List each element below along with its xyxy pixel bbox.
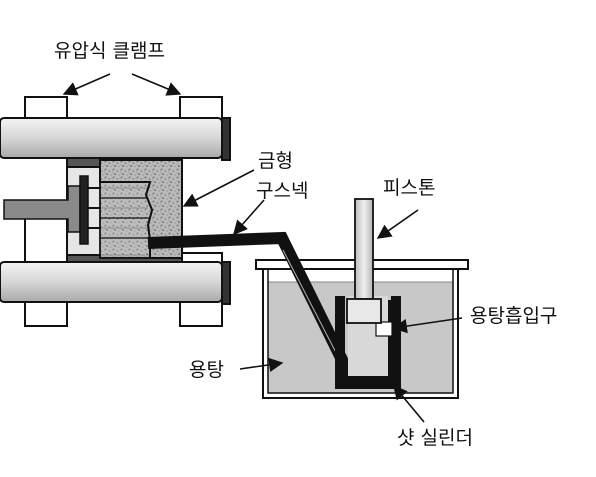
- leader-lines: [62, 73, 463, 423]
- mold-block: [99, 159, 183, 259]
- label-piston: 피스톤: [383, 177, 435, 199]
- clamp-arrow-left: [62, 73, 111, 96]
- label-hydraulic-clamp: 유압식 클램프: [54, 40, 165, 62]
- tie-bars: [0, 117, 223, 303]
- label-molten-metal: 용탕: [189, 359, 224, 381]
- gooseneck-arrow: [233, 199, 265, 236]
- piston: [346, 198, 382, 324]
- melt-inlet-arrow: [392, 317, 463, 334]
- label-mold: 금형: [258, 150, 293, 172]
- label-melt-inlet: 용탕흡입구: [470, 305, 557, 327]
- shot-cylinder-arrow: [393, 384, 425, 423]
- clamp-arrow-right: [131, 73, 182, 96]
- label-gooseneck: 구스넥: [256, 180, 308, 202]
- piston-arrow: [376, 209, 419, 239]
- mold-arrow: [182, 169, 255, 207]
- label-shot-cylinder: 샷 실린더: [397, 427, 473, 449]
- molten-metal-arrow: [239, 357, 284, 372]
